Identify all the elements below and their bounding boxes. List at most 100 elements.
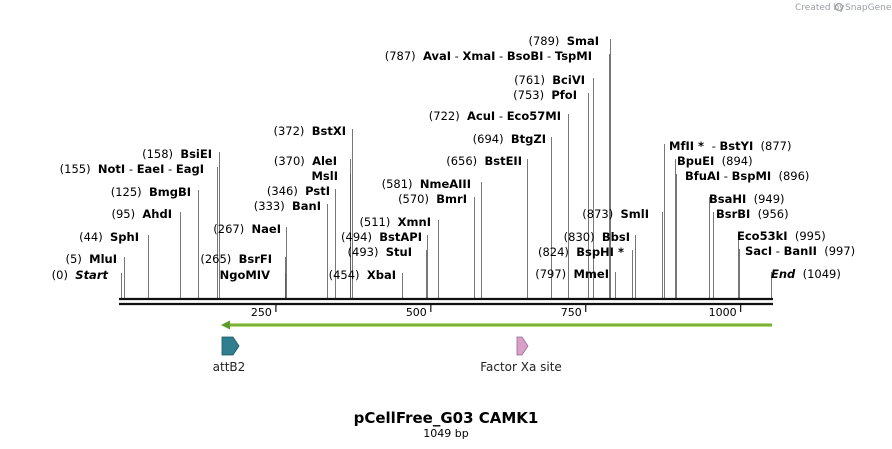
site-position: (694) (473, 132, 511, 146)
site-label[interactable]: (581) NmeAIII (382, 177, 471, 191)
site-enzyme-name: AhdI (142, 207, 172, 221)
site-label[interactable]: BsrBI (956) (716, 207, 789, 221)
site-position: (581) (382, 177, 420, 191)
backbone (119, 297, 773, 306)
site-position: (346) (267, 184, 305, 198)
site-enzyme-name: StuI (386, 245, 412, 259)
site-label[interactable]: (570) BmrI (398, 192, 467, 206)
orf-arrow-head-icon (221, 320, 230, 330)
site-label[interactable]: (333) BanI (254, 199, 321, 213)
site-label[interactable]: (265) BsrFI (200, 252, 272, 266)
site-label[interactable]: (155) NotI - EaeI - EagI (60, 162, 204, 176)
site-label[interactable]: (511) XmnI (359, 215, 431, 229)
site-position: (656) (446, 154, 484, 168)
site-position: (0) (52, 268, 76, 282)
site-label[interactable]: (873) SmlI (582, 207, 649, 221)
site-enzyme-name: BstYI (720, 139, 754, 153)
site-enzyme-name: BpuEI (677, 154, 714, 168)
site-enzyme-name: NmeAIII (420, 177, 471, 191)
site-separator: (1049) (795, 267, 841, 281)
orf-arrow[interactable] (221, 320, 772, 330)
site-position: (570) (398, 192, 436, 206)
site-enzyme-name: AcuI (467, 109, 495, 123)
features: attB2 Factor Xa site (213, 336, 562, 374)
site-enzyme-name: BtgZI (511, 132, 546, 146)
site-position: (787) (385, 49, 423, 63)
site-label[interactable]: BfuAI - BspMI (896) (685, 169, 809, 183)
site-label[interactable]: MfII * - BstYI (877) (669, 139, 791, 153)
site-label[interactable]: (95) AhdI (111, 207, 172, 221)
site-label[interactable]: (454) XbaI (329, 268, 396, 282)
site-label[interactable]: (656) BstEII (446, 154, 522, 168)
site-enzyme-name: Start (75, 268, 108, 282)
site-enzyme-name: MslI (311, 169, 338, 183)
site-enzyme-name: NotI (98, 162, 125, 176)
site-label[interactable]: (493) StuI (348, 245, 412, 259)
site-separator: - (495, 49, 506, 63)
site-position: (372) (274, 124, 312, 138)
site-label[interactable]: (753) PfoI (513, 88, 577, 102)
ruler-tick-label: 500 (406, 306, 427, 319)
site-enzyme-name: BspHI (576, 245, 614, 259)
site-label[interactable]: End (1049) (771, 267, 841, 281)
site-label[interactable]: (346) PstI (267, 184, 330, 198)
site-label[interactable]: (830) BbsI (564, 230, 630, 244)
site-label[interactable]: Eco53kI (995) (737, 229, 826, 243)
feature-arrow-icon (516, 336, 529, 356)
feature-attB2[interactable]: attB2 (213, 336, 246, 374)
site-separator: - (495, 109, 506, 123)
site-separator: - (543, 49, 554, 63)
site-label[interactable]: SacI - BanII (997) (745, 244, 855, 258)
site-label[interactable]: (5) MluI (66, 252, 117, 266)
site-position: (753) (513, 88, 551, 102)
site-position: (158) (142, 147, 180, 161)
site-position: (797) (535, 267, 573, 281)
site-enzyme-name: BstEII (484, 154, 522, 168)
site-label[interactable]: (158) BsiEI (142, 147, 212, 161)
site-enzyme-name: NaeI (252, 222, 281, 236)
site-enzyme-name: SphI (110, 230, 139, 244)
site-label[interactable]: BsaHI (949) (709, 192, 785, 206)
feature-factor-xa-site[interactable]: Factor Xa site (480, 336, 562, 374)
site-separator: (997) (817, 244, 855, 258)
site-label[interactable]: (44) SphI (79, 230, 139, 244)
site-label[interactable]: (789) SmaI (528, 34, 599, 48)
site-label[interactable]: MslI (311, 169, 338, 183)
site-label[interactable]: (722) AcuI - Eco57MI (429, 109, 561, 123)
site-enzyme-name: AvaI (423, 49, 451, 63)
site-enzyme-name: Eco53kI (737, 229, 788, 243)
site-separator: (949) (746, 192, 784, 206)
site-separator: - (125, 162, 136, 176)
site-position: (370) (274, 154, 312, 168)
site-label[interactable]: BpuEI (894) (677, 154, 753, 168)
site-label[interactable]: (267) NaeI (213, 222, 281, 236)
site-label[interactable]: (797) MmeI (535, 267, 609, 281)
site-enzyme-name: PstI (305, 184, 330, 198)
site-label[interactable]: NgoMIV (220, 268, 270, 282)
site-enzyme-name: BsoBI (507, 49, 544, 63)
site-enzyme-name: BsiEI (180, 147, 212, 161)
site-enzyme-name: BspMI (732, 169, 772, 183)
site-enzyme-name: BanI (292, 199, 321, 213)
site-position: (789) (528, 34, 566, 48)
site-label[interactable]: (694) BtgZI (473, 132, 546, 146)
site-position: (5) (66, 252, 90, 266)
site-enzyme-name: NgoMIV (220, 268, 270, 282)
site-label[interactable]: (370) AleI (274, 154, 337, 168)
site-label[interactable]: (824) BspHI * (538, 245, 624, 259)
feature-arrow-icon (221, 336, 240, 356)
site-label[interactable]: (0) Start (52, 268, 109, 282)
site-position: (873) (582, 207, 620, 221)
site-separator: - (772, 244, 783, 258)
site-separator: - (164, 162, 175, 176)
site-position: (824) (538, 245, 576, 259)
site-separator: (995) (788, 229, 826, 243)
site-label[interactable]: (761) BciVI (514, 73, 585, 87)
site-label[interactable]: (372) BstXI (274, 124, 347, 138)
site-label[interactable]: (787) AvaI - XmaI - BsoBI - TspMI (385, 49, 592, 63)
site-label[interactable]: (125) BmgBI (111, 185, 191, 199)
site-enzyme-name: BbsI (602, 230, 630, 244)
site-position: (267) (213, 222, 251, 236)
site-label[interactable]: (494) BstAPI (341, 230, 422, 244)
